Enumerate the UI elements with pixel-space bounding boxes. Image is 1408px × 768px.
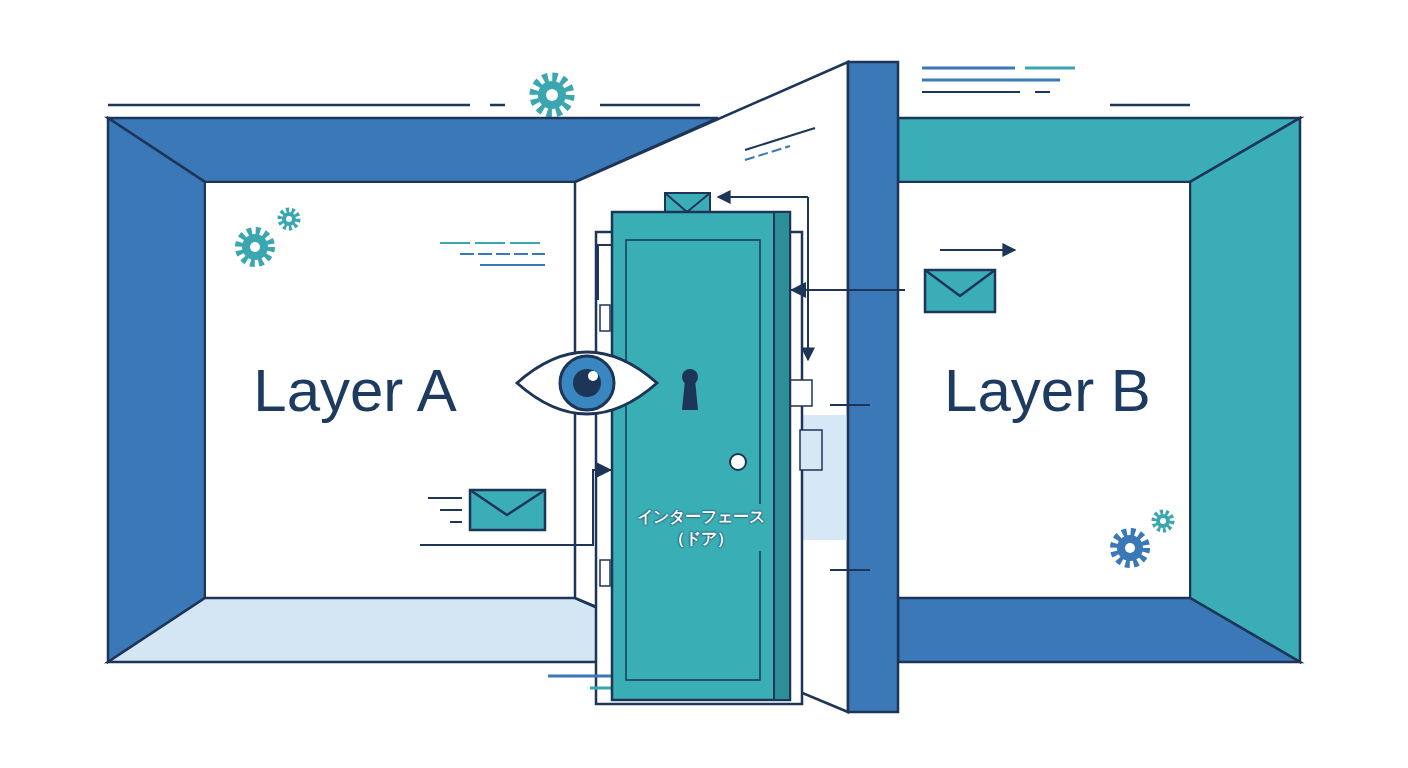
flow-line <box>420 544 576 546</box>
envelope-icon <box>470 490 545 530</box>
room-wall <box>205 182 575 598</box>
deco-line <box>922 91 1020 93</box>
message-arrow <box>790 289 905 291</box>
deco-line <box>480 264 545 266</box>
door-leaf <box>612 212 790 700</box>
door-label-wrap: インターフェース （ドア） <box>612 504 790 551</box>
layer-room: Layer A <box>205 182 575 598</box>
gear-body <box>1117 535 1143 561</box>
gear-icon <box>280 210 298 228</box>
speed-line <box>450 521 462 523</box>
gear-body <box>282 212 296 226</box>
gear-hole <box>546 89 558 101</box>
deco-line <box>1035 91 1050 93</box>
gear-body <box>538 81 566 109</box>
center-pillar <box>848 62 898 712</box>
room-wall <box>898 182 1190 598</box>
frame-side <box>108 118 205 662</box>
eye-icon <box>517 352 657 414</box>
wall-shade <box>800 415 848 540</box>
gear-icon <box>239 231 271 263</box>
gear-teeth <box>1154 512 1172 530</box>
flow-arrow <box>718 196 808 198</box>
frame-side <box>1190 118 1300 662</box>
gear-body <box>1156 514 1170 528</box>
envelope-body <box>470 490 545 530</box>
door-latch <box>790 380 812 406</box>
gear-hole <box>250 242 260 252</box>
message-arrow <box>575 470 612 545</box>
gear-icon <box>1114 532 1146 564</box>
interface-label: インターフェース （ドア） <box>630 504 772 551</box>
envelope-icon <box>925 270 995 312</box>
frame-bottom <box>898 598 1300 662</box>
flow-arrow <box>940 249 1015 251</box>
deco-line <box>830 404 870 406</box>
layer-room: Layer B <box>905 182 1190 598</box>
door-hinge <box>600 305 610 331</box>
gear-hole <box>286 216 292 222</box>
eye-glint <box>588 371 598 381</box>
eye-outline <box>517 352 657 414</box>
door-strike <box>800 430 822 470</box>
flow-arrow <box>807 197 809 360</box>
gear-teeth <box>239 231 271 263</box>
gear-hole <box>1160 518 1166 524</box>
gear-teeth <box>534 77 570 113</box>
layer-label: Layer B <box>944 356 1151 425</box>
deco-line <box>922 79 1060 82</box>
envelope-body <box>925 270 995 312</box>
gear-hole <box>1125 543 1135 553</box>
envelope-flap <box>470 490 545 515</box>
deco-line <box>440 242 545 244</box>
door-panel <box>626 240 760 680</box>
door-knob <box>730 454 746 470</box>
layer-label: Layer A <box>253 356 456 425</box>
door-hinge <box>600 560 610 586</box>
door-drawing <box>612 212 790 700</box>
deco-line <box>830 569 870 571</box>
speed-line <box>440 509 462 511</box>
eye-pupil <box>573 369 601 397</box>
deco-line <box>490 104 505 107</box>
deco-line <box>922 67 1015 70</box>
gear-teeth <box>1114 532 1146 564</box>
envelope-flap <box>925 270 995 296</box>
keyhole <box>682 380 698 410</box>
gear-icon <box>1154 512 1172 530</box>
gear-icon <box>534 77 570 113</box>
interface-door: インターフェース （ドア） <box>612 212 790 700</box>
gear-body <box>242 234 268 260</box>
door-edge <box>774 212 790 700</box>
eye-iris <box>560 356 614 410</box>
deco-line <box>600 104 700 107</box>
envelope-flap <box>665 193 710 212</box>
deco-line <box>460 253 545 255</box>
deco-line <box>1025 67 1075 70</box>
deco-line <box>745 146 790 160</box>
gear-teeth <box>280 210 298 228</box>
speed-line <box>428 497 462 499</box>
deco-line <box>745 128 815 150</box>
deco-line <box>108 104 470 107</box>
deco-line <box>1110 104 1190 107</box>
